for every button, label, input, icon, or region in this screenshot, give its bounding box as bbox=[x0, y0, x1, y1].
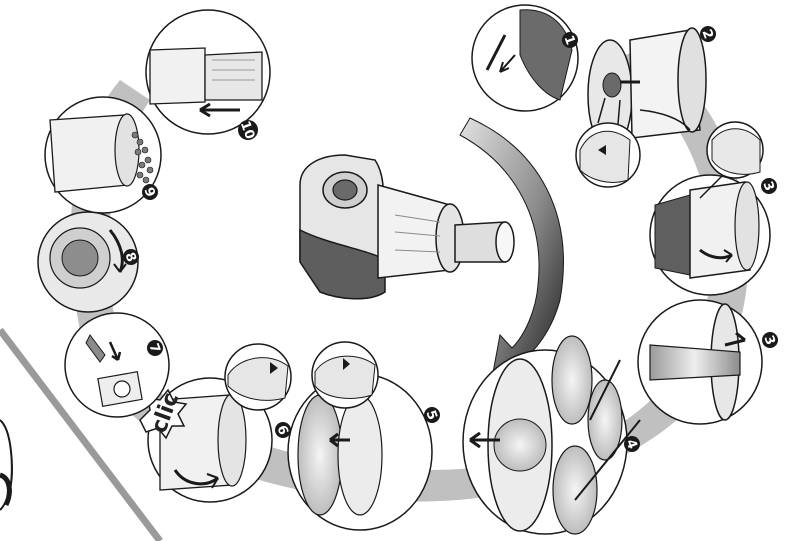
partial-figure-left bbox=[0, 420, 12, 510]
step-5-panel bbox=[288, 342, 432, 530]
appliance-illustration bbox=[300, 155, 514, 299]
step-10-panel bbox=[146, 10, 270, 134]
step-3b-badge: 3 bbox=[760, 332, 778, 348]
step-4-panel bbox=[463, 336, 640, 534]
step-3a-badge: 3 bbox=[759, 178, 777, 194]
step-6-badge: 6 bbox=[273, 422, 291, 438]
step-2-panel bbox=[576, 28, 706, 187]
step-8-panel bbox=[38, 212, 138, 312]
step-2-badge: 2 bbox=[698, 26, 716, 42]
step-1-panel bbox=[472, 5, 578, 111]
step-10-badge: 10 bbox=[237, 119, 258, 141]
step-7-panel bbox=[65, 313, 169, 417]
step-3a-panel bbox=[650, 122, 770, 295]
step-3b-panel bbox=[638, 300, 762, 424]
step-5-badge: 5 bbox=[422, 407, 440, 423]
